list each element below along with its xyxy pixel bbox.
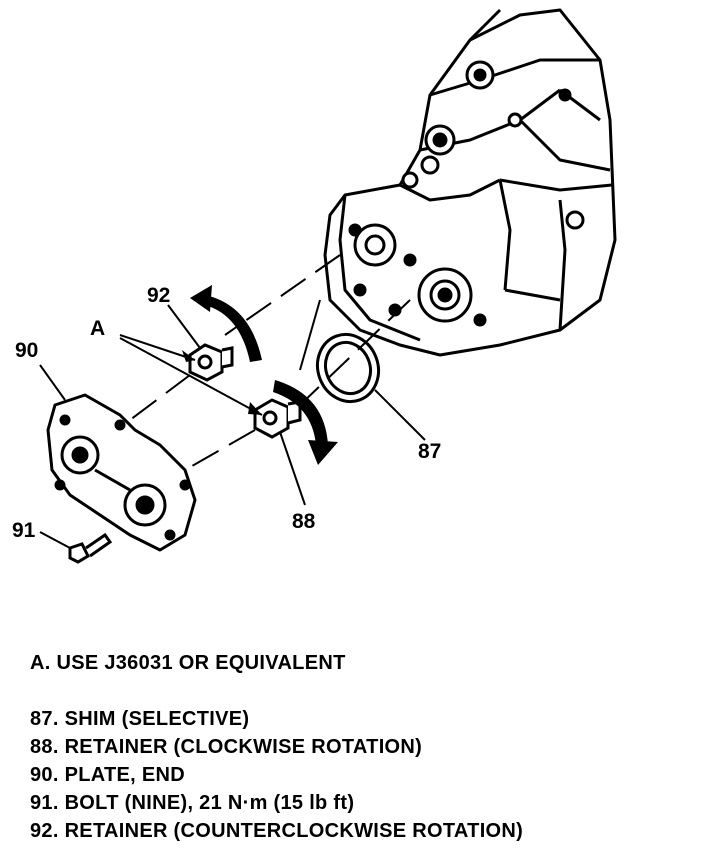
- retainer-88: [253, 398, 302, 439]
- legend-item-88: 88. RETAINER (CLOCKWISE ROTATION): [30, 736, 423, 758]
- legend-item-87: 87. SHIM (SELECTIVE): [30, 708, 250, 730]
- shim-87: [316, 332, 380, 404]
- callout-92: 92: [147, 284, 170, 307]
- counterclockwise-arrow: [190, 285, 262, 362]
- clockwise-arrow: [273, 380, 338, 465]
- callout-87: 87: [418, 440, 441, 463]
- housing-details: [348, 60, 585, 327]
- exploded-view-diagram: 92 A 90 91 88 87: [12, 8, 617, 564]
- legend-item-92: 92. RETAINER (COUNTERCLOCKWISE ROTATION): [30, 820, 524, 842]
- pump-housing: [323, 8, 617, 357]
- callout-88: 88: [292, 510, 316, 533]
- callout-91: 91: [12, 519, 36, 542]
- retainer-92: [188, 343, 234, 382]
- leader-arrowheads: [182, 350, 262, 415]
- callout-90: 90: [15, 339, 38, 362]
- leader-lines: [39, 304, 426, 549]
- legend-item-91: 91. BOLT (NINE), 21 N·m (15 lb ft): [30, 792, 355, 814]
- end-plate-90: [46, 393, 197, 552]
- legend-item-90: 90. PLATE, END: [30, 764, 185, 786]
- tool-note: A. USE J36031 OR EQUIVALENT: [30, 652, 346, 674]
- bolt-91: [68, 532, 113, 564]
- alignment-lines: [129, 254, 411, 471]
- callout-a: A: [90, 317, 105, 340]
